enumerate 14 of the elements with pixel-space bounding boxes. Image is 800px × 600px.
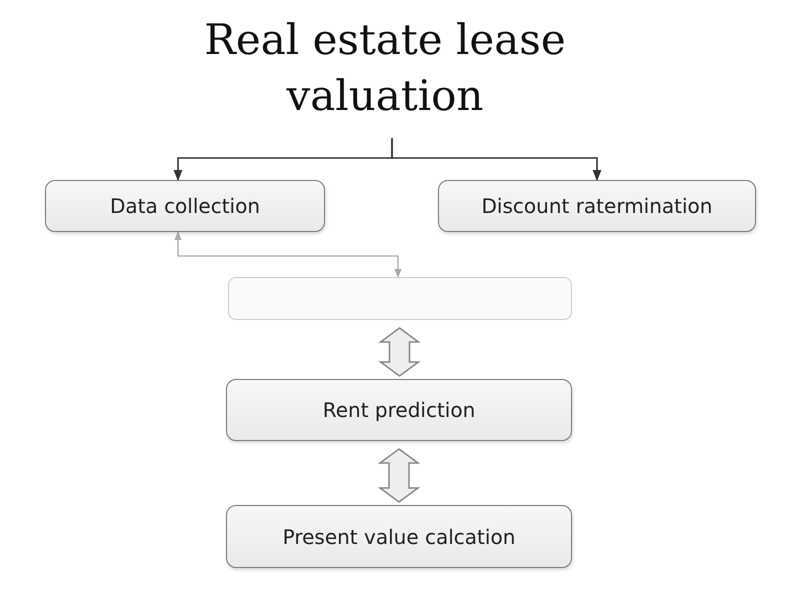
process-box [226,505,572,568]
process-box [45,180,325,232]
box-label: Data collection [110,194,260,218]
box-label: Rent prediction [322,398,476,422]
connector-arrow [391,138,602,182]
empty-box [228,277,572,320]
connector-arrow [174,231,402,278]
box-label: Discount ratermination [482,194,712,218]
process-box [226,379,572,441]
diagram-title: Real estate lease valuation [203,14,567,122]
double-arrow [378,448,420,503]
process-box [438,180,756,232]
box-label: Present value calcation [282,524,516,548]
double-arrow [378,327,421,377]
